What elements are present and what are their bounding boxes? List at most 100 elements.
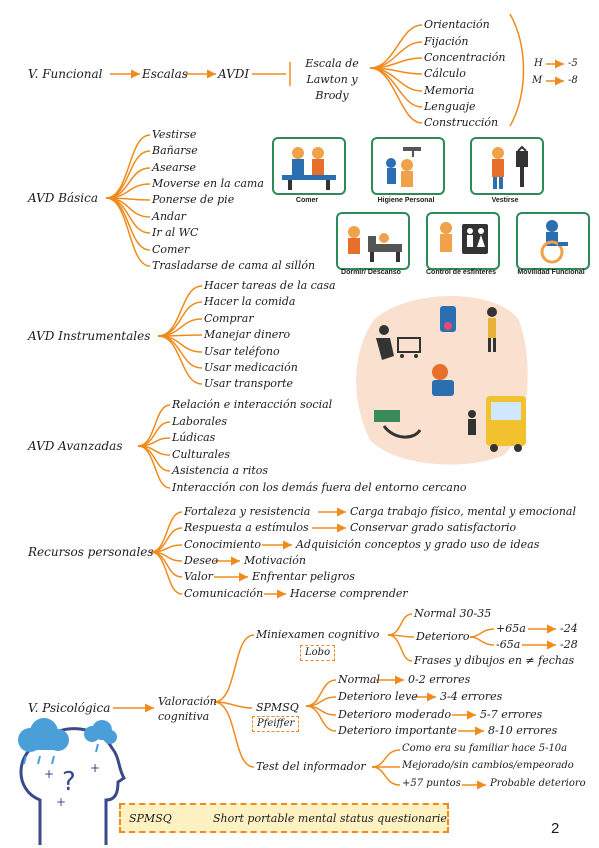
basica-item: Comer bbox=[152, 243, 190, 256]
movilidad-funcional-caption: Movilidad Funcional bbox=[517, 269, 585, 276]
dormir-descanso-icon bbox=[336, 212, 410, 270]
footer-abbr: SPMSQ bbox=[129, 812, 172, 825]
instrumentales-item: Usar teléfono bbox=[204, 345, 280, 358]
vestirse-icon bbox=[470, 137, 544, 195]
funcional-item: Concentración bbox=[424, 51, 506, 64]
avanzadas-item: Lúdicas bbox=[172, 431, 216, 444]
spmsq-errors: 0-2 errores bbox=[408, 673, 471, 686]
mini-plus65: +65a bbox=[496, 622, 526, 635]
escalas-node: Escalas bbox=[142, 67, 188, 81]
higiene-personal-caption: Higiene Personal bbox=[377, 197, 435, 204]
svg-text:+: + bbox=[44, 767, 54, 781]
avanzadas-item: Relación e interacción social bbox=[172, 398, 333, 411]
mini-plus65-value: -24 bbox=[560, 622, 578, 635]
spmsq-level: Normal bbox=[338, 673, 381, 686]
recursos-right: Enfrentar peligros bbox=[252, 570, 355, 583]
footer-full: Short portable mental status questionari… bbox=[213, 812, 447, 825]
funcional-item: Orientación bbox=[424, 18, 490, 31]
h-value: -5 bbox=[568, 58, 578, 69]
recursos-right: Motivación bbox=[244, 554, 306, 567]
instrumentales-item: Comprar bbox=[204, 312, 254, 325]
recursos-title: Recursos personales bbox=[28, 545, 154, 559]
comer-caption: Comer bbox=[295, 197, 319, 204]
h-label: H bbox=[534, 58, 543, 69]
recursos-left: Deseo bbox=[184, 554, 219, 567]
spmsq-errors: 3-4 errores bbox=[440, 690, 503, 703]
dormir-descanso-caption: Dormir/ Descanso bbox=[341, 269, 401, 276]
mini-deterioro: Deterioro bbox=[416, 630, 470, 643]
funcional-item: Lenguaje bbox=[424, 100, 476, 113]
funcional-item: Cálculo bbox=[424, 67, 466, 80]
recursos-right: Carga trabajo físico, mental y emocional bbox=[350, 505, 576, 518]
avanzadas-item: Culturales bbox=[172, 448, 231, 461]
funcional-item: Memoria bbox=[424, 84, 475, 97]
spmsq-errors: 5-7 errores bbox=[480, 708, 543, 721]
lobo-box: Lobo bbox=[300, 645, 336, 661]
escala-lawton-node: Escala de Lawton y Brody bbox=[305, 57, 359, 102]
avanzadas-title: AVD Avanzadas bbox=[28, 439, 123, 453]
instrumentales-item: Manejar dinero bbox=[204, 328, 291, 341]
control-esfinteres-caption: Control de esfínteres bbox=[425, 269, 496, 276]
informador-plus: +57 puntos bbox=[402, 778, 461, 789]
spmsq-errors: 8-10 errores bbox=[488, 724, 558, 737]
spmsq-level: Deterioro leve bbox=[338, 690, 418, 703]
basica-item: Vestirse bbox=[152, 128, 197, 141]
basica-item: Moverse en la cama bbox=[152, 177, 264, 190]
spmsq-level: Deterioro importante bbox=[338, 724, 457, 737]
basica-item: Ponerse de pie bbox=[152, 193, 235, 206]
recursos-right: Conservar grado satisfactorio bbox=[350, 521, 517, 534]
basica-item: Trasladarse de cama al sillón bbox=[152, 259, 316, 272]
recursos-right: Adquisición conceptos y grado uso de ide… bbox=[296, 538, 540, 551]
avdi-node: AVDI bbox=[218, 67, 250, 81]
mini-frases: Frases y dibujos en ≠ fechas bbox=[414, 654, 575, 667]
svg-text:?: ? bbox=[62, 767, 76, 797]
recursos-left: Comunicación bbox=[184, 587, 264, 600]
basica-title: AVD Básica bbox=[28, 191, 99, 205]
psicologica-root: V. Psicológica bbox=[28, 701, 111, 715]
basica-item: Ir al WC bbox=[152, 226, 199, 239]
spmsq-definition-box: SPMSQ Short portable mental status quest… bbox=[119, 803, 449, 833]
mini-minus65-value: -28 bbox=[560, 638, 578, 651]
control-esfinteres-icon bbox=[426, 212, 500, 270]
avanzadas-item: Interacción con los demás fuera del ento… bbox=[172, 481, 467, 494]
instrumentales-item: Hacer la comida bbox=[204, 295, 296, 308]
miniexamen-label: Miniexamen cognitivo bbox=[256, 628, 380, 641]
recursos-left: Conocimiento bbox=[184, 538, 262, 551]
svg-text:+: + bbox=[90, 761, 100, 775]
recursos-right: Hacerse comprender bbox=[290, 587, 408, 600]
informador-label: Test del informador bbox=[256, 760, 366, 773]
movilidad-funcional-icon bbox=[516, 212, 590, 270]
funcional-item: Construcción bbox=[424, 116, 499, 129]
higiene-personal-icon bbox=[371, 137, 445, 195]
funcional-item: Fijación bbox=[424, 35, 469, 48]
avanzadas-item: Laborales bbox=[172, 415, 228, 428]
avanzadas-item: Asistencia a ritos bbox=[172, 464, 269, 477]
m-label: M bbox=[532, 75, 543, 86]
recursos-left: Respuesta a estímulos bbox=[184, 521, 309, 534]
informador-q2: Mejorado/sin cambios/empeorado bbox=[402, 760, 574, 771]
vestirse-caption: Vestirse bbox=[491, 197, 519, 204]
informador-q1: Como era su familiar hace 5-10a bbox=[402, 743, 568, 754]
svg-text:+: + bbox=[56, 795, 66, 809]
m-value: -8 bbox=[568, 75, 578, 86]
valoracion-node: Valoración cognitiva bbox=[158, 695, 217, 724]
recursos-left: Fortaleza y resistencia bbox=[184, 505, 311, 518]
pfeiffer-box: Pfeiffer bbox=[252, 716, 300, 732]
basica-item: Asearse bbox=[152, 161, 197, 174]
page-number: 2 bbox=[551, 820, 560, 837]
basica-item: Bañarse bbox=[152, 144, 198, 157]
comer-icon bbox=[272, 137, 346, 195]
funcional-root: V. Funcional bbox=[28, 67, 103, 81]
spmsq-label: SPMSQ bbox=[256, 701, 299, 714]
spmsq-level: Deterioro moderado bbox=[338, 708, 452, 721]
mini-minus65: -65a bbox=[496, 638, 521, 651]
basica-item: Andar bbox=[152, 210, 186, 223]
recursos-left: Valor bbox=[184, 570, 213, 583]
informador-result: Probable deterioro bbox=[490, 778, 586, 789]
head-thinking-icon: ? + + + bbox=[18, 718, 127, 845]
instrumentales-item: Usar medicación bbox=[204, 361, 298, 374]
mini-normal: Normal 30-35 bbox=[414, 607, 492, 620]
daily-tasks-illustration bbox=[356, 295, 528, 465]
